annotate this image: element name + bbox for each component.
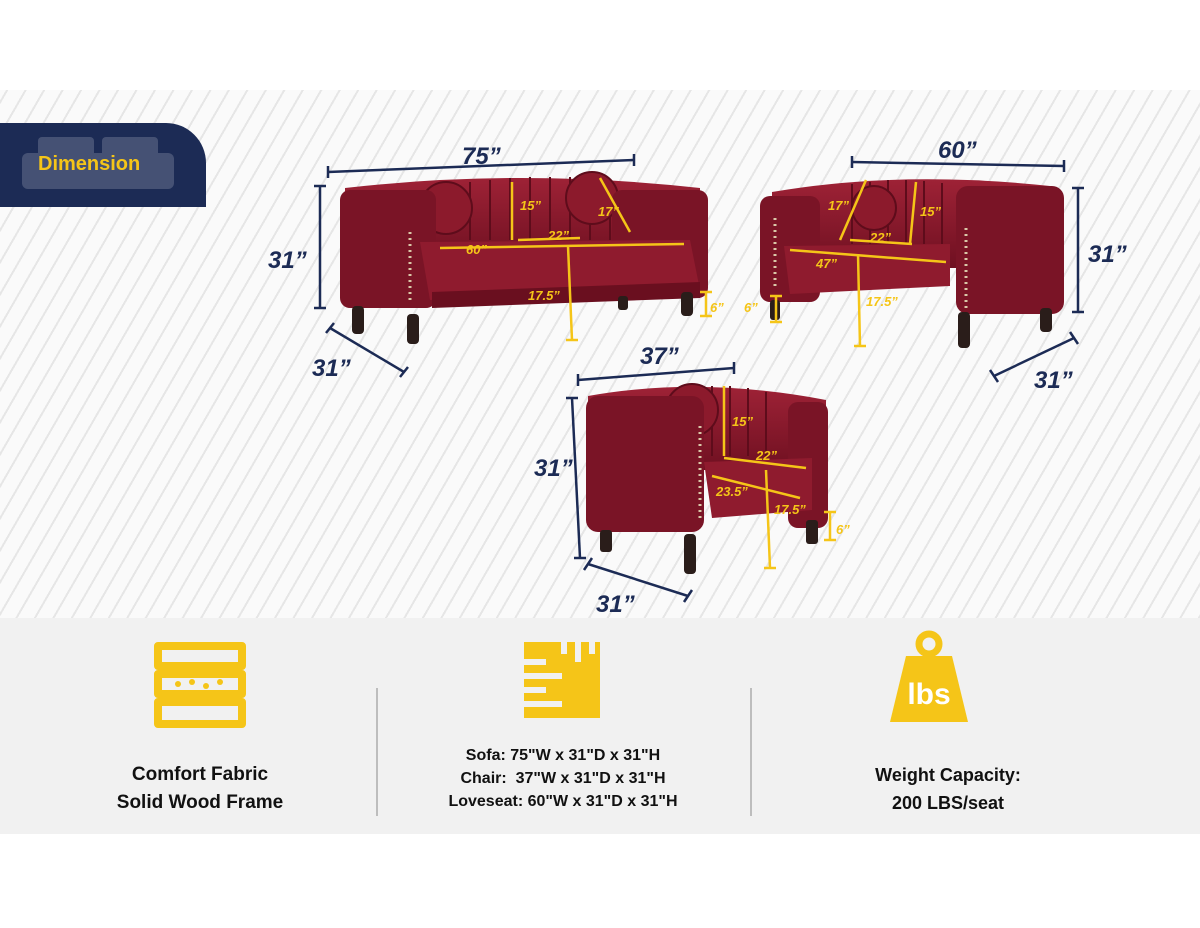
chair-back-height: 15” bbox=[732, 414, 753, 429]
sofa-icon bbox=[22, 137, 174, 189]
chair-seat-depth: 22” bbox=[755, 448, 777, 463]
sofa-pillow-size: 17” bbox=[598, 204, 619, 219]
feature-line: Weight Capacity: bbox=[875, 765, 1021, 785]
sofa-depth: 31” bbox=[312, 355, 351, 382]
chair-image bbox=[586, 383, 828, 574]
fabric-feature: Comfort Fabric Solid Wood Frame bbox=[20, 761, 380, 817]
ruler-icon bbox=[524, 642, 600, 718]
loveseat-image bbox=[760, 179, 1064, 348]
feature-line: Solid Wood Frame bbox=[116, 792, 284, 813]
feature-line: 200 LBS/seat bbox=[891, 793, 1005, 813]
weight-icon-label: lbs bbox=[907, 678, 950, 711]
sofa-height: 31” bbox=[268, 247, 307, 274]
chair-seat-width: 23.5” bbox=[715, 484, 748, 499]
chair-depth: 31” bbox=[596, 591, 635, 618]
chair-seat-lines bbox=[711, 386, 836, 570]
sofa-leg-height: 6” bbox=[710, 300, 724, 315]
feature-line: Comfort Fabric bbox=[131, 764, 269, 785]
sofa-back-height: 15” bbox=[520, 198, 541, 213]
loveseat-dimension-lines bbox=[850, 156, 1084, 383]
divider bbox=[750, 688, 752, 816]
chair-leg-height: 6” bbox=[836, 522, 850, 537]
sofa-width: 75” bbox=[462, 143, 501, 170]
loveseat-depth: 31” bbox=[1034, 367, 1073, 394]
loveseat-seat-height: 17.5” bbox=[866, 294, 898, 309]
sofa-seat-lines bbox=[439, 177, 712, 342]
loveseat-height: 31” bbox=[1088, 241, 1127, 268]
spec-line-sofa: Sofa: 75"W x 31"D x 31"H bbox=[465, 747, 661, 764]
sofa-seat-width: 60” bbox=[466, 242, 487, 257]
chair-width: 37” bbox=[640, 343, 679, 370]
dimensions-feature: Sofa: 75"W x 31"D x 31"H Chair: 37"W x 3… bbox=[383, 744, 743, 813]
chair-height: 31” bbox=[534, 455, 573, 482]
features-panel: lbs Comfort Fabric Solid Wood Frame Sofa… bbox=[0, 618, 1200, 834]
furniture-illustration: 75” 31” 31” 15” 17” 22” 60” 17.5” 6” 60”… bbox=[268, 137, 1127, 618]
loveseat-pillow-size: 17” bbox=[828, 198, 849, 213]
layers-icon bbox=[154, 642, 246, 728]
loveseat-leg-height: 6” bbox=[744, 300, 758, 315]
sofa-dimension-lines bbox=[314, 154, 636, 378]
loveseat-seat-depth: 22” bbox=[869, 230, 891, 245]
weight-feature: Weight Capacity: 200 LBS/seat bbox=[768, 761, 1128, 817]
loveseat-seat-width: 47” bbox=[815, 256, 837, 271]
sofa-seat-height: 17.5” bbox=[528, 288, 560, 303]
chair-dimension-lines bbox=[566, 362, 736, 603]
loveseat-back-height: 15” bbox=[920, 204, 941, 219]
sofa-seat-depth: 22” bbox=[547, 228, 569, 243]
dimension-tab: Dimension bbox=[0, 123, 206, 207]
weight-icon: lbs bbox=[890, 630, 968, 722]
loveseat-width: 60” bbox=[938, 137, 977, 164]
divider bbox=[376, 688, 378, 816]
loveseat-seat-lines bbox=[770, 179, 947, 348]
chair-seat-height: 17.5” bbox=[774, 502, 806, 517]
spec-line-loveseat: Loveseat: 60"W x 31"D x 31"H bbox=[448, 793, 678, 810]
spec-line-chair: Chair: 37"W x 31"D x 31"H bbox=[460, 770, 666, 787]
page-title: Dimension bbox=[38, 153, 141, 175]
